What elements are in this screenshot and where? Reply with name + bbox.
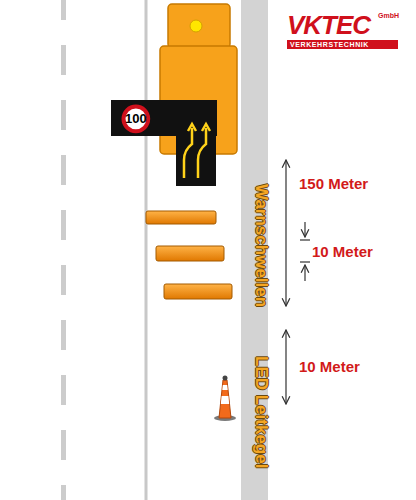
lane-dash — [61, 265, 66, 295]
lane-dash — [61, 375, 66, 405]
lane-marking — [61, 0, 66, 500]
warning-trailer — [111, 4, 237, 186]
dimension-label: 10 Meter — [298, 359, 361, 374]
section-label: Warnschwellen — [253, 184, 270, 307]
speed-value: 100 — [125, 111, 147, 126]
lane-dash — [61, 155, 66, 185]
lane-dash — [61, 45, 66, 75]
lane-dash — [61, 100, 66, 130]
logo-bar — [287, 40, 398, 49]
edge-line — [145, 0, 148, 500]
lane-dash — [61, 485, 66, 500]
lane-dash — [61, 0, 66, 20]
dimension-label: 10 Meter — [311, 244, 374, 259]
section-label: LED Leitkegel — [253, 356, 270, 468]
lane-dash — [61, 430, 66, 460]
speed-limit-sign: 100 — [121, 104, 151, 134]
led-cone — [214, 376, 236, 422]
logo-gmbh: GmbH — [378, 12, 399, 19]
dimension-label: 150 Meter — [298, 176, 369, 191]
lane-dash — [61, 320, 66, 350]
lane-dash — [61, 210, 66, 240]
logo-wordmark: VKTEC — [287, 12, 370, 38]
warning-thresholds — [146, 211, 232, 299]
logo-subtitle: VERKEHRSTECHNIK — [290, 41, 369, 48]
